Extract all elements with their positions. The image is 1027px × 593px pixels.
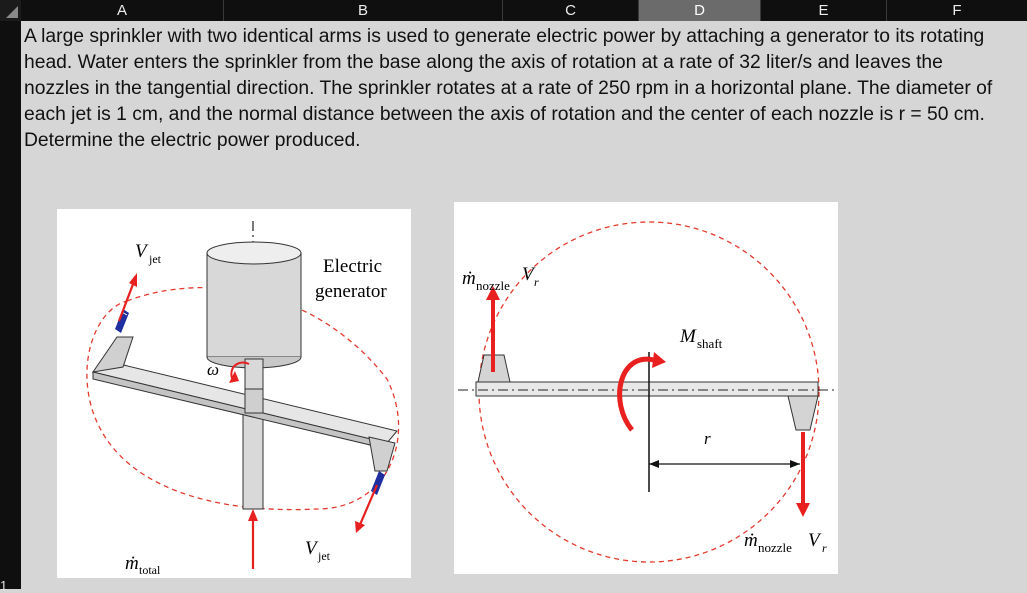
top-jet-icon xyxy=(115,309,129,333)
worksheet-area[interactable]: A large sprinkler with two identical arm… xyxy=(21,21,1027,589)
m-nozzle-top-label: ṁ xyxy=(462,268,476,289)
select-all-corner[interactable] xyxy=(0,0,21,21)
v-jet-bottom-label: V xyxy=(305,538,319,559)
problem-statement: A large sprinkler with two identical arm… xyxy=(24,26,993,151)
v-r-bottom-label: V xyxy=(808,530,822,551)
generator-body xyxy=(206,252,302,358)
row-header-gutter xyxy=(0,0,21,589)
column-header-c[interactable]: C xyxy=(503,0,639,21)
generator-label: generator xyxy=(315,281,387,302)
column-header-e[interactable]: E xyxy=(761,0,887,21)
v-jet-top-sub: jet xyxy=(148,252,162,266)
m-nozzle-bottom-sub: nozzle xyxy=(758,540,792,555)
m-total-sub: total xyxy=(139,563,161,577)
m-shaft-sub: shaft xyxy=(697,336,723,351)
row-number-1[interactable]: 1 xyxy=(0,578,8,593)
moment-arrow xyxy=(617,356,655,432)
m-nozzle-top-sub: nozzle xyxy=(476,278,510,293)
left-nozzle xyxy=(91,336,134,373)
m-shaft-label: M xyxy=(679,326,697,347)
column-header-d[interactable]: D xyxy=(639,0,761,21)
omega-label: ω xyxy=(207,360,219,379)
free-body-figure: ṁ nozzle V r M shaft r ṁ nozzle V r xyxy=(454,202,838,574)
v-r-bottom-sub: r xyxy=(822,541,827,555)
m-nozzle-bottom-label: ṁ xyxy=(744,530,758,551)
v-jet-bottom-sub: jet xyxy=(317,549,331,563)
v-r-top-sub: r xyxy=(534,275,539,289)
column-header-a[interactable]: A xyxy=(21,0,224,21)
r-label: r xyxy=(704,429,711,448)
column-header-bar: A B C D E F xyxy=(21,0,1027,21)
column-header-f[interactable]: F xyxy=(952,2,962,19)
column-header-b[interactable]: B xyxy=(224,0,503,21)
sprinkler-figure: V jet Electric generator ω V jet ṁ total xyxy=(57,209,411,578)
electric-label: Electric xyxy=(323,256,382,277)
v-r-top-label: V xyxy=(522,264,536,285)
right-nozzle-block xyxy=(787,395,819,431)
arm-bar xyxy=(475,381,819,397)
v-jet-top-label: V xyxy=(135,241,149,262)
right-nozzle xyxy=(368,436,396,472)
m-total-label: ṁ xyxy=(125,553,139,574)
